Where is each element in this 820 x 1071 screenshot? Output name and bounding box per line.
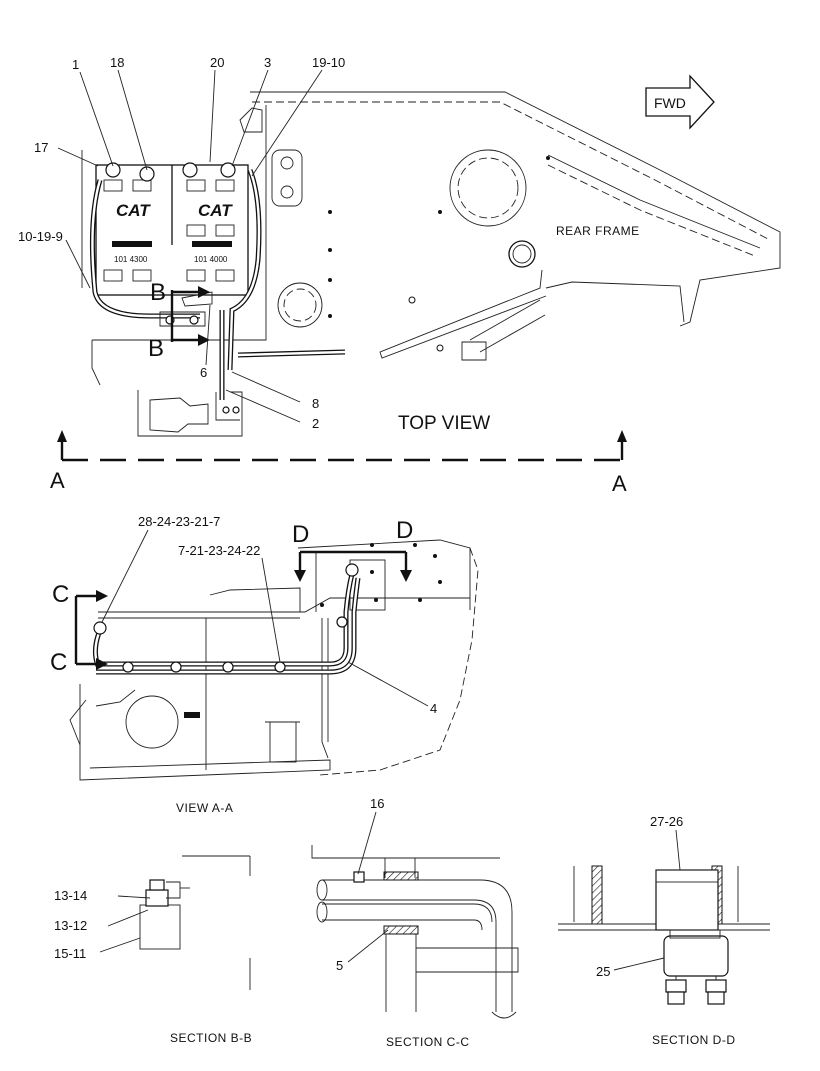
battery-terminals xyxy=(665,976,727,1005)
callout-13-12: 13-12 xyxy=(54,918,87,933)
callout-2: 2 xyxy=(312,416,319,431)
panel-part-left: 101 4300 xyxy=(114,255,148,264)
callout-5: 5 xyxy=(336,958,343,973)
section-d-d: 27-26 25 SECTION D-D xyxy=(558,814,770,1047)
panel-switches xyxy=(103,179,235,282)
section-c-c-label: SECTION C-C xyxy=(386,1035,470,1049)
callout-27-26: 27-26 xyxy=(650,814,683,829)
terminal-studs xyxy=(105,162,236,182)
callout-18: 18 xyxy=(110,55,124,70)
top-view-label: TOP VIEW xyxy=(398,413,490,434)
callout-15-11: 15-11 xyxy=(54,946,86,961)
callout-19-10: 19-10 xyxy=(312,55,345,70)
panel-logo-left: CAT xyxy=(116,201,151,220)
callout-6: 6 xyxy=(200,365,207,380)
panel-part-right: 101 4000 xyxy=(194,255,228,264)
callout-7-21-23-24-22: 7-21-23-24-22 xyxy=(178,543,260,558)
section-marker-d-left: D xyxy=(292,521,309,548)
disconnect-panel: CAT CAT 101 4300 101 4000 xyxy=(95,162,249,296)
section-marker-b-bottom: B xyxy=(148,335,164,362)
rear-frame-label: REAR FRAME xyxy=(556,224,640,238)
callout-8: 8 xyxy=(312,396,319,411)
section-marker-a-right: A xyxy=(612,471,627,496)
frame-rivets xyxy=(328,156,550,352)
fwd-arrow xyxy=(645,74,715,130)
callout-16: 16 xyxy=(370,796,384,811)
section-b-marker xyxy=(170,286,210,346)
harness-clips xyxy=(93,563,359,673)
section-marker-d-right: D xyxy=(396,517,413,544)
callout-17: 17 xyxy=(34,140,48,155)
view-a-a-label: VIEW A-A xyxy=(176,801,233,815)
callout-13-14: 13-14 xyxy=(54,888,87,903)
callout-10-19-9: 10-19-9 xyxy=(18,229,63,244)
section-a-line xyxy=(57,430,627,462)
top-view: CAT CAT 101 4300 101 4000 xyxy=(18,55,781,496)
callout-1: 1 xyxy=(72,57,79,72)
fwd-label: FWD xyxy=(654,95,686,111)
section-marker-c-bottom: C xyxy=(50,649,67,676)
callout-20: 20 xyxy=(210,55,224,70)
section-marker-b-top: B xyxy=(150,279,166,306)
section-c-c: 16 5 SECTION C-C xyxy=(311,796,519,1049)
top-view-leaders xyxy=(57,69,323,423)
callout-25: 25 xyxy=(596,964,610,979)
view-a-a: 28-24-23-21-7 7-21-23-24-22 4 C C D D VI… xyxy=(50,514,479,815)
section-c-marker xyxy=(74,590,108,670)
panel-logo-right: CAT xyxy=(198,201,233,220)
callout-4: 4 xyxy=(430,701,437,716)
callout-28-24-23-21-7: 28-24-23-21-7 xyxy=(138,514,220,529)
section-b-b: 13-14 13-12 15-11 SECTION B-B xyxy=(54,855,252,1045)
section-marker-a-left: A xyxy=(50,468,65,493)
section-marker-c-top: C xyxy=(52,581,69,608)
section-b-b-label: SECTION B-B xyxy=(170,1031,252,1045)
callout-3: 3 xyxy=(264,55,271,70)
section-d-d-label: SECTION D-D xyxy=(652,1033,736,1047)
section-d-marker xyxy=(294,550,412,582)
